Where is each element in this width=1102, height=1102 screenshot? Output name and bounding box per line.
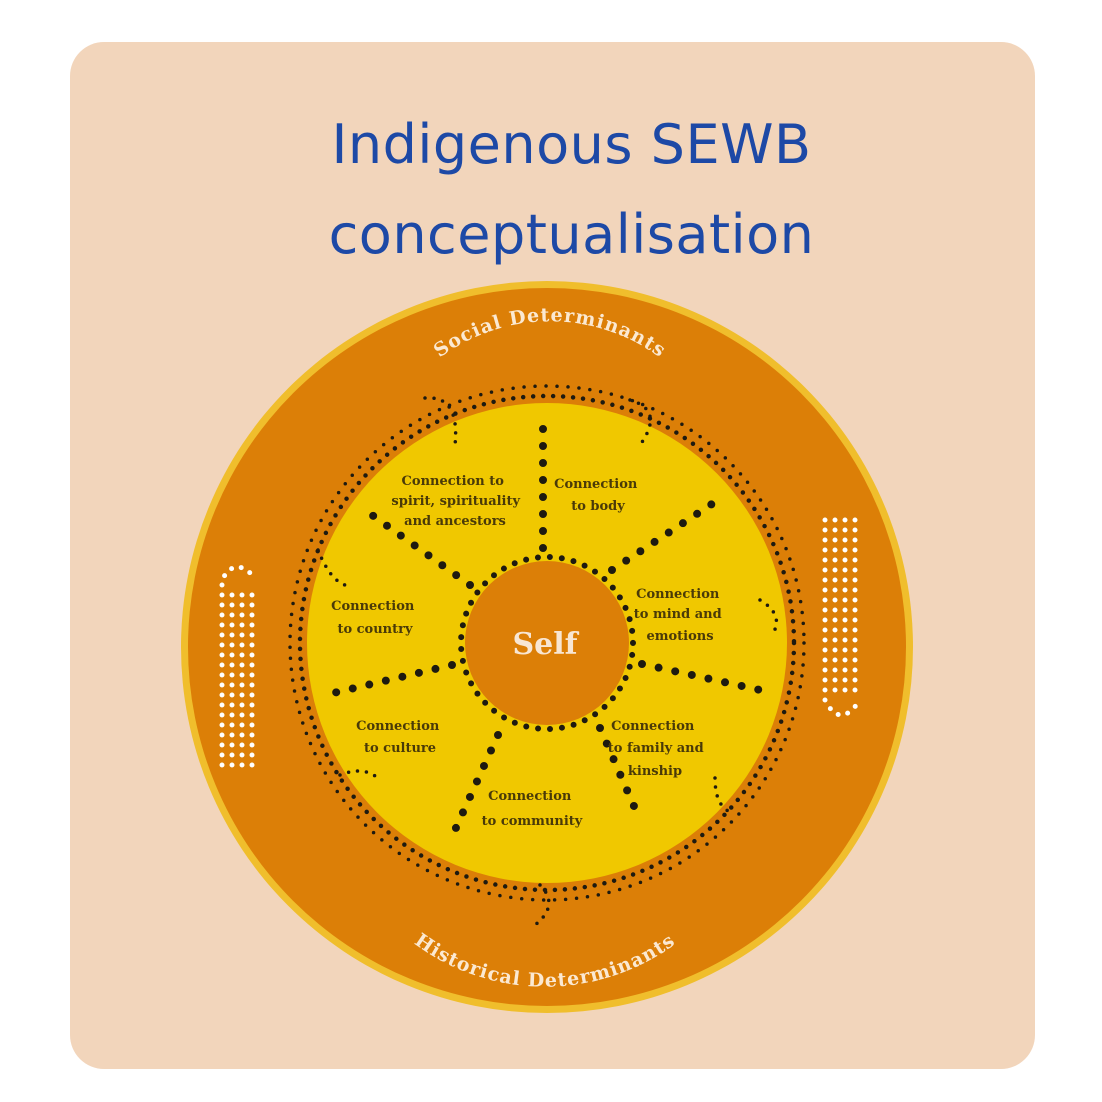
segment-label-spirit: Connection to spirit, spirituality and a… <box>391 474 524 529</box>
white-arrow-right <box>822 517 863 718</box>
white-arrow-left <box>219 564 258 768</box>
title-line-2: conceptualisation <box>328 203 815 266</box>
segment-label-country: Connection to country <box>331 599 419 637</box>
inner-boundary-dots-2 <box>288 384 806 902</box>
self-circle <box>465 561 629 725</box>
self-label: Self <box>512 627 579 662</box>
segment-label-community: Connection to community <box>482 789 583 829</box>
segment-label-family: Connection to family and kinship <box>608 719 708 779</box>
swirl-arrows <box>316 396 779 927</box>
segment-label-mind: Connection to mind and emotions <box>634 587 726 644</box>
inner-boundary-dots-1 <box>297 393 797 893</box>
segment-label-body: Connection to body <box>554 477 642 514</box>
segment-label-culture: Connection to culture <box>356 719 444 756</box>
title-line-1: Indigenous SEWB <box>331 113 812 176</box>
self-circle-dots <box>458 554 636 732</box>
spokes <box>321 416 764 834</box>
page-title: Indigenous SEWB conceptualisation <box>70 100 1073 280</box>
